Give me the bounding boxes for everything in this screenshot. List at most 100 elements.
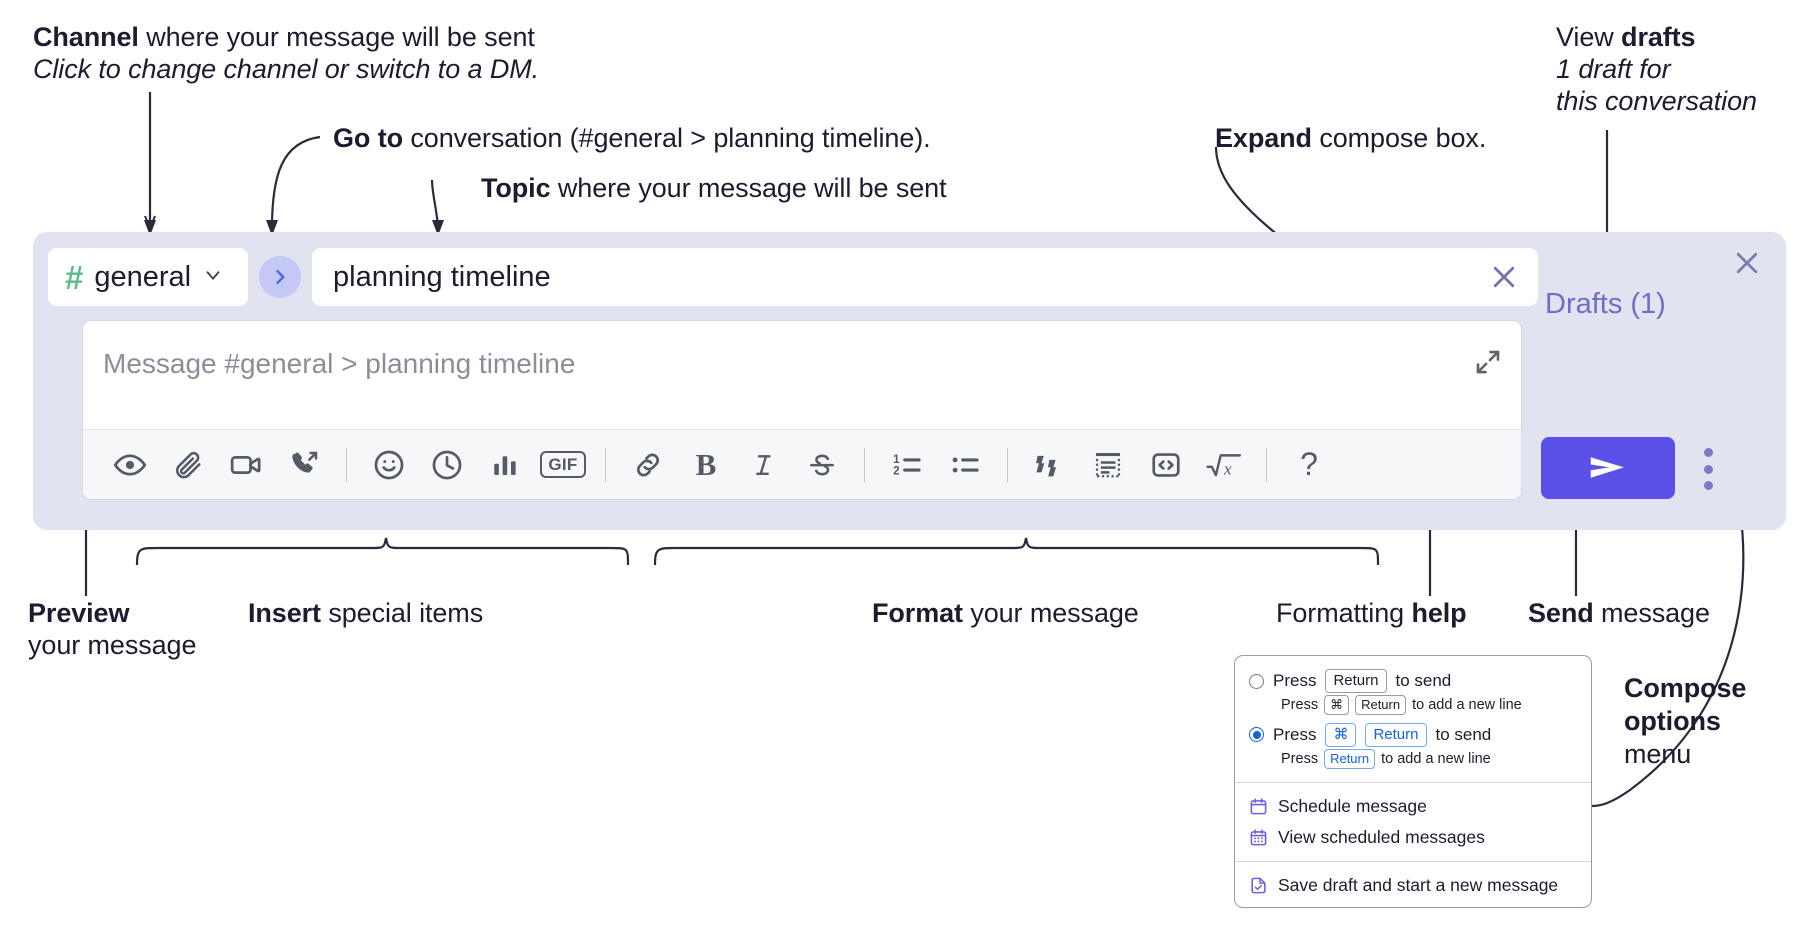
annotation-format: Format your message xyxy=(872,598,1139,630)
key-command: ⌘ xyxy=(1325,722,1357,748)
dot xyxy=(1703,464,1713,474)
message-input-area[interactable]: Message #general > planning timeline xyxy=(82,320,1522,500)
annotation-help-pre: Formatting xyxy=(1276,598,1412,628)
hash-icon: # xyxy=(65,258,84,296)
preview-icon[interactable] xyxy=(101,436,159,494)
video-camera-icon[interactable] xyxy=(217,436,275,494)
menu-option2-hint: Press Return to add a new line xyxy=(1235,748,1591,774)
annotation-preview: Preview your message xyxy=(28,598,196,662)
annotation-insert-rest: special items xyxy=(320,598,484,628)
menu-divider xyxy=(1235,781,1591,783)
bulleted-list-icon[interactable] xyxy=(936,436,994,494)
annotation-send: Send message xyxy=(1528,598,1710,630)
svg-text:2: 2 xyxy=(893,464,899,477)
menu-option-cmd-return-to-send[interactable]: Press ⌘ Return to send xyxy=(1235,720,1591,748)
key-return: Return xyxy=(1324,749,1376,769)
key-return: Return xyxy=(1325,669,1387,694)
annotation-format-bold: Format xyxy=(872,598,963,628)
topic-input[interactable]: planning timeline xyxy=(312,248,1538,306)
expand-arrows-icon[interactable] xyxy=(1471,345,1505,379)
menu-option-return-to-send[interactable]: Press Return to send xyxy=(1235,666,1591,694)
drafts-link[interactable]: Drafts (1) xyxy=(1545,288,1666,320)
italic-icon[interactable] xyxy=(735,436,793,494)
menu-option1-hint: Press ⌘ Return to add a new line xyxy=(1235,694,1591,720)
help-question-icon[interactable]: ? xyxy=(1280,436,1338,494)
message-placeholder: Message #general > planning timeline xyxy=(103,348,576,379)
option2-pre: Press xyxy=(1273,724,1317,744)
annotation-goto-rest: conversation (#general > planning timeli… xyxy=(402,123,931,153)
radio-unselected-icon[interactable] xyxy=(1249,673,1264,689)
annotation-compose-options: Compose options menu xyxy=(1624,672,1746,771)
option1-sub-post: to add a new line xyxy=(1412,697,1522,714)
gif-icon[interactable]: GIF xyxy=(534,436,592,494)
option1-sub-pre: Press xyxy=(1281,697,1319,714)
help-question-label: ? xyxy=(1300,446,1318,482)
annotation-channel: Channel where your message will be sent … xyxy=(33,22,539,86)
code-block-icon[interactable] xyxy=(1079,436,1137,494)
option1-pre: Press xyxy=(1273,671,1317,691)
inline-code-icon[interactable] xyxy=(1137,436,1195,494)
annotation-insert: Insert special items xyxy=(248,598,483,630)
option2-post: to send xyxy=(1435,724,1492,744)
link-icon[interactable] xyxy=(619,436,677,494)
annotation-help-bold: help xyxy=(1411,598,1467,628)
ordered-list-icon[interactable]: 1 2 xyxy=(878,436,936,494)
goto-conversation-button[interactable] xyxy=(259,256,301,298)
annotation-expand-rest: compose box. xyxy=(1311,123,1487,153)
close-icon[interactable] xyxy=(1730,246,1764,280)
option2-sub-post: to add a new line xyxy=(1381,750,1491,767)
annotation-drafts-sub1: 1 draft for xyxy=(1556,53,1671,84)
compose-options-menu: Press Return to send Press ⌘ Return to a… xyxy=(1234,655,1592,908)
strikethrough-icon[interactable] xyxy=(793,436,851,494)
annotation-channel-rest: where your message will be sent xyxy=(138,22,535,52)
annotation-compose-options-bold2: options xyxy=(1624,705,1721,736)
key-return: Return xyxy=(1355,695,1407,715)
menu-item-schedule-message[interactable]: Schedule message xyxy=(1235,791,1591,822)
phone-forward-icon[interactable] xyxy=(275,436,333,494)
poll-bar-chart-icon[interactable] xyxy=(476,436,534,494)
clear-topic-icon[interactable] xyxy=(1484,257,1524,297)
gif-label: GIF xyxy=(540,451,586,478)
menu-item-view-scheduled-messages[interactable]: View scheduled messages xyxy=(1235,822,1591,853)
annotation-topic-rest: where your message will be sent xyxy=(550,173,947,203)
menu-item-save-draft[interactable]: Save draft and start a new message xyxy=(1235,870,1591,901)
dot xyxy=(1703,448,1713,457)
annotation-drafts-sub2: this conversation xyxy=(1556,85,1757,116)
attachment-icon[interactable] xyxy=(159,436,217,494)
send-button[interactable] xyxy=(1541,437,1675,499)
annotation-expand-bold: Expand xyxy=(1215,123,1312,153)
option1-post: to send xyxy=(1395,671,1452,691)
annotation-drafts: View drafts 1 draft for this conversatio… xyxy=(1556,22,1757,118)
annotation-drafts-pre: View xyxy=(1556,22,1622,52)
annotation-topic-bold: Topic xyxy=(481,173,551,203)
math-icon[interactable]: x xyxy=(1195,436,1253,494)
compose-options-menu-button[interactable] xyxy=(1697,448,1719,490)
radio-selected-icon[interactable] xyxy=(1249,727,1264,743)
annotation-format-rest: your message xyxy=(962,598,1139,628)
toolbar-divider xyxy=(605,447,606,482)
compose-header: # general planning timeline xyxy=(48,248,1538,306)
annotation-topic: Topic where your message will be sent xyxy=(481,173,947,205)
annotation-send-rest: message xyxy=(1593,598,1710,628)
annotation-goto-bold: Go to xyxy=(333,123,403,153)
toolbar-divider xyxy=(864,447,865,482)
annotation-compose-options-rest: menu xyxy=(1624,738,1692,769)
bold-icon[interactable]: B xyxy=(695,446,717,482)
calendar-icon xyxy=(1249,797,1268,816)
svg-text:x: x xyxy=(1223,459,1232,478)
blockquote-icon[interactable] xyxy=(1021,436,1079,494)
key-return: Return xyxy=(1365,722,1427,748)
annotation-drafts-bold: drafts xyxy=(1621,22,1696,52)
toolbar-divider xyxy=(346,447,347,482)
channel-selector[interactable]: # general xyxy=(48,248,248,306)
annotation-channel-bold: Channel xyxy=(33,22,139,52)
formatting-toolbar: GIF B xyxy=(83,429,1521,499)
clock-icon[interactable] xyxy=(418,436,476,494)
menu-item-label: View scheduled messages xyxy=(1278,826,1485,847)
menu-divider xyxy=(1235,860,1591,862)
annotation-preview-bold: Preview xyxy=(28,598,130,628)
compose-box: # general planning timeline Message #ge xyxy=(33,232,1786,530)
emoji-icon[interactable] xyxy=(360,436,418,494)
channel-name: general xyxy=(94,260,192,293)
